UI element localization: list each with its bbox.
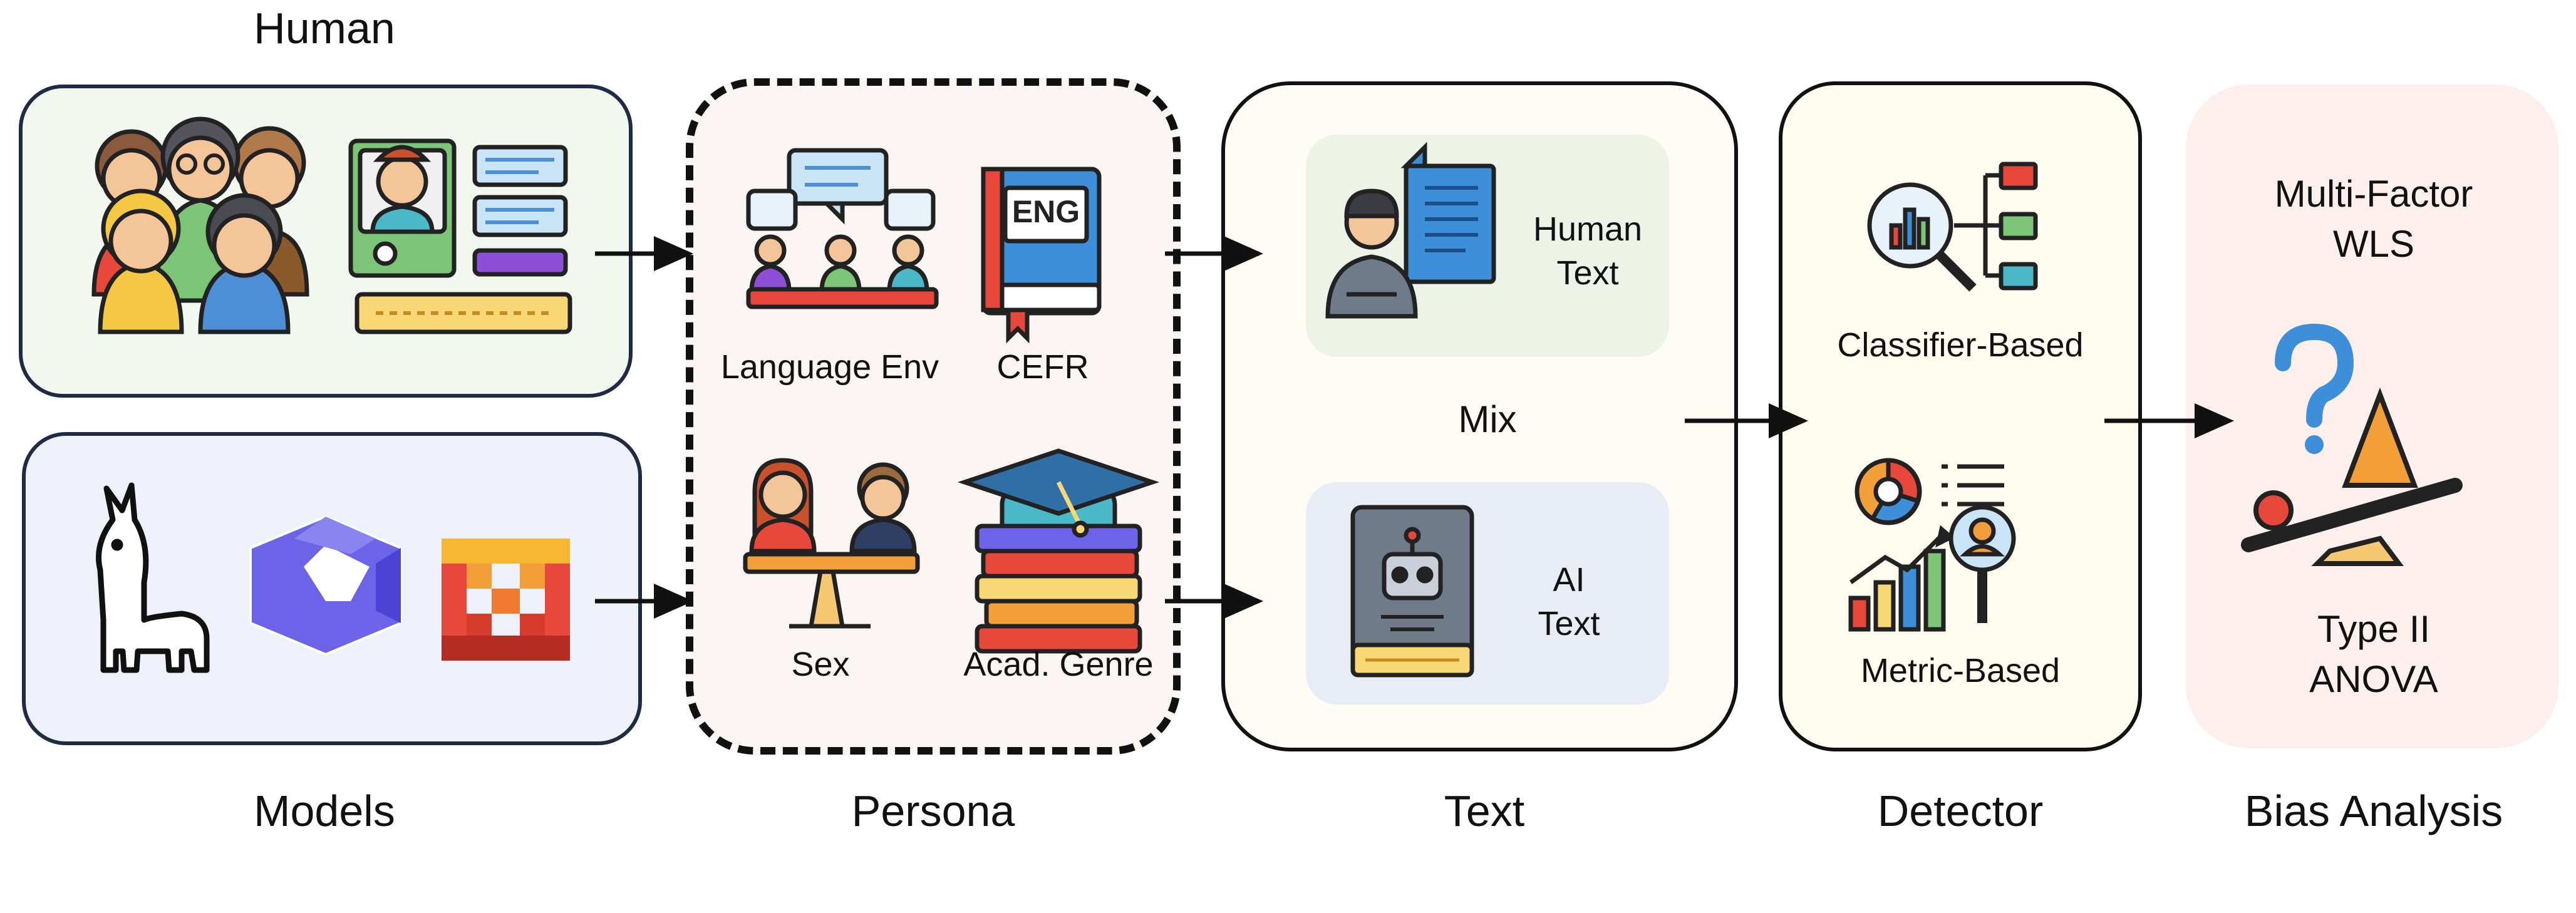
llama-icon [96, 482, 210, 673]
graduation-books-icon [957, 448, 1160, 654]
qwen-logo-icon [249, 515, 402, 656]
man-avatar-icon [849, 462, 917, 554]
magnifier-chart-icon [1867, 162, 2038, 292]
label-human-text-line2: Text [1556, 254, 1619, 292]
label-wls-line2: WLS [2332, 223, 2415, 265]
label-acad-genre: Acad. Genre [963, 646, 1154, 683]
label-mix: Mix [1458, 398, 1517, 440]
woman-avatar-icon [749, 458, 817, 554]
label-wls-line1: Multi-Factor [2274, 173, 2473, 215]
section-title-bias-analysis: Bias Analysis [2244, 787, 2503, 835]
label-sex: Sex [791, 646, 850, 683]
seesaw-icon [743, 552, 920, 629]
section-title-human: Human [254, 4, 395, 53]
book-label: ENG [1011, 194, 1080, 229]
label-ai-text-line2: Text [1538, 605, 1600, 642]
label-anova-line2: ANOVA [2309, 658, 2438, 700]
label-cefr: CEFR [996, 348, 1089, 386]
question-seesaw-icon [2241, 323, 2463, 566]
metric-chart-icon [1848, 458, 2016, 632]
person-document-icon [1325, 142, 1496, 319]
book-icon [981, 167, 1102, 344]
mistral-logo-icon [442, 539, 570, 661]
section-title-detector: Detector [1877, 787, 2044, 835]
id-card-icon [348, 138, 572, 334]
label-language-env: Language Env [720, 348, 939, 386]
robot-book-icon [1350, 505, 1474, 678]
label-classifier-based: Classifier-Based [1837, 326, 2084, 364]
people-group-icon [91, 116, 309, 334]
meeting-icon [746, 148, 939, 309]
section-title-text: Text [1444, 787, 1525, 835]
label-human-text-line1: Human [1533, 210, 1643, 248]
section-title-persona: Persona [851, 787, 1015, 835]
arrow-icon [595, 236, 2234, 619]
label-metric-based: Metric-Based [1860, 652, 2061, 689]
detector-box [1779, 81, 2142, 751]
label-ai-text-line1: AI [1553, 561, 1585, 599]
label-anova-line1: Type II [2317, 608, 2431, 650]
section-title-models: Models [254, 787, 395, 835]
